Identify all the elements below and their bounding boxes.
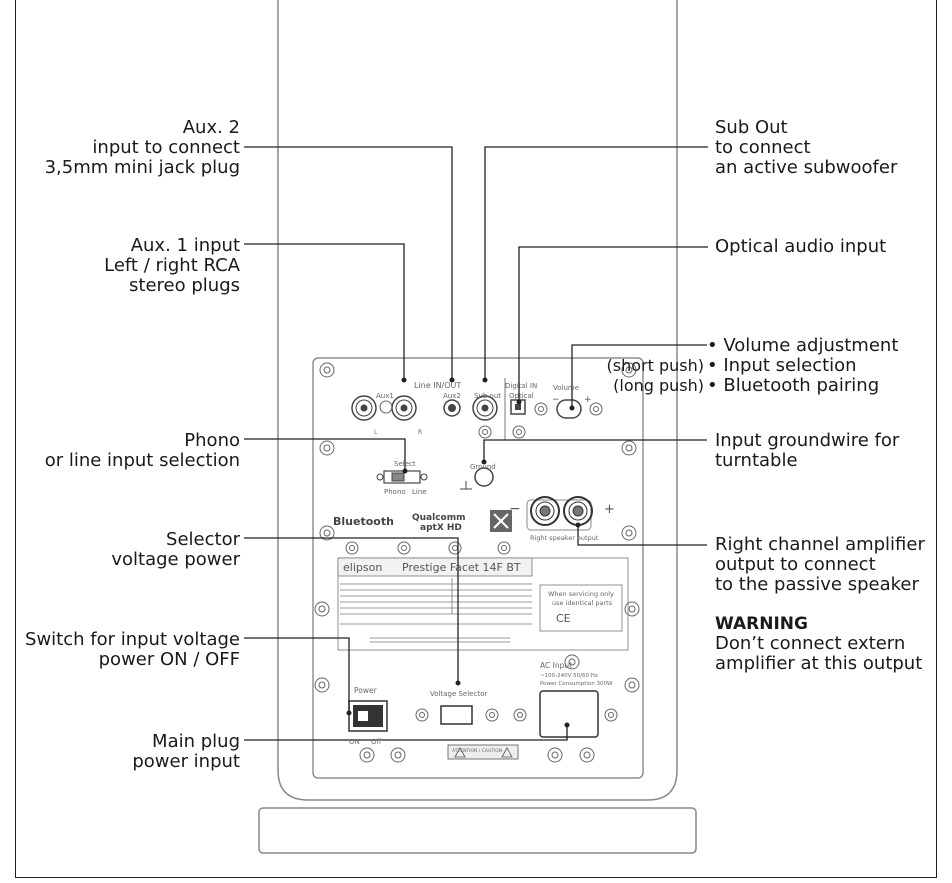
switch-callout: Switch for input voltage power ON / OFF [25, 630, 240, 670]
volume-bullet: • Bluetooth pairing [707, 375, 880, 396]
ground-callout-line: turntable [715, 450, 798, 471]
ground-label: Ground [470, 463, 496, 471]
aptx-logo-box [490, 510, 512, 532]
rear-panel-plate [312, 357, 644, 779]
mainplug-callout-line: Main plug [152, 731, 240, 752]
phono-callout: Phono or line input selection [45, 431, 240, 471]
amp-callout-line: to the passive speaker [715, 574, 919, 595]
aux2-callout: Aux. 2 input to connect 3,5mm mini jack … [45, 118, 240, 178]
aux2-callout-line: 3,5mm mini jack plug [44, 157, 240, 178]
ground-callout-line: Input groundwire for [715, 430, 900, 451]
switch-callout-line: power ON / OFF [98, 649, 240, 670]
subout-callout-line: an active subwoofer [715, 157, 898, 178]
phono-label: Phono [384, 488, 406, 496]
svg-text:−: − [509, 501, 521, 517]
aux1-callout: Aux. 1 input Left / right RCA stereo plu… [104, 236, 240, 296]
speaker-output-label: Right speaker output [530, 534, 599, 542]
phono-line-selector [376, 470, 428, 484]
switch-callout-line: Switch for input voltage [25, 629, 240, 650]
warning-body-line: amplifier at this output [715, 653, 923, 674]
warning-body-line: Don’t connect extern [715, 633, 906, 654]
aux2-callout-line: Aux. 2 [182, 117, 240, 138]
sub-out-rca-jack [472, 395, 498, 421]
power-label: Power [354, 686, 378, 695]
ground-callout: Input groundwire for turntable [715, 431, 899, 471]
warning-title: WARNING [715, 614, 808, 634]
svg-text:−: − [552, 395, 560, 405]
voltage-selector-switch [440, 705, 473, 725]
select-label: Select [394, 460, 416, 468]
aux1-callout-line: Aux. 1 input [130, 235, 240, 256]
volume-note: (long push) [613, 376, 704, 395]
volume-note: (short push) [606, 356, 704, 375]
servicing-line-2: use identical parts [552, 599, 613, 607]
ac-spec-2: Power Consumption 300W [540, 681, 613, 687]
ce-mark: CE [556, 612, 571, 625]
optical-label: Optical [509, 392, 534, 400]
model-text: Prestige Facet 14F BT [402, 561, 521, 574]
svg-text:+: + [604, 502, 615, 517]
selector-callout: Selector voltage power [111, 530, 240, 570]
bluetooth-logo-text: Bluetooth [333, 515, 394, 528]
power-switch [348, 700, 388, 732]
digital-in-label: Digital IN [505, 382, 537, 390]
on-label: ON [349, 738, 360, 746]
aptx-logo-text: aptX HD [420, 523, 462, 533]
l-channel-label: L [374, 429, 378, 436]
warning-callout: WARNING Don’t connect extern amplifier a… [715, 614, 922, 674]
volume-bullet: • Volume adjustment [707, 335, 899, 356]
diagram-frame [15, 0, 937, 878]
ac-power-inlet [539, 690, 599, 738]
line-label: Line [412, 488, 427, 496]
phono-callout-line: Phono [184, 430, 240, 451]
ac-spec-1: ~100-240V 50/60 Hz [540, 673, 598, 679]
speaker-output-terminals [526, 496, 593, 531]
panel-screws [314, 362, 640, 763]
subout-callout: Sub Out to connect an active subwoofer [715, 118, 897, 178]
voltage-selector-label: Voltage Selector [430, 690, 487, 698]
optical-callout-line: Optical audio input [715, 236, 887, 257]
aux2-mini-jack [443, 399, 461, 417]
subout-callout-line: Sub Out [715, 117, 788, 138]
subout-callout-line: to connect [715, 137, 811, 158]
optical-callout: Optical audio input [715, 237, 886, 257]
aux1-rca-jacks [351, 395, 417, 421]
phono-callout-line: or line input selection [44, 450, 240, 471]
volume-callout: • Volume adjustment • Input selection • … [707, 336, 898, 396]
line-in-out-label: Line IN/OUT [414, 381, 461, 390]
amp-callout-line: output to connect [715, 554, 876, 575]
qualcomm-logo-text: Qualcomm [412, 513, 466, 523]
svg-text:+: + [584, 395, 592, 405]
servicing-line-1: When servicing only [548, 590, 614, 598]
mainplug-callout-line: power input [132, 751, 240, 772]
aux1-label: Aux1 [376, 392, 394, 400]
amp-callout: Right channel amplifier output to connec… [715, 535, 925, 595]
speaker-cabinet [277, 0, 678, 801]
ac-input-label: AC Input [540, 661, 572, 670]
leader-dots [346, 377, 581, 728]
speaker-base [258, 807, 697, 854]
aux2-label: Aux2 [443, 392, 461, 400]
sub-out-label: Sub out [474, 392, 501, 400]
volume-label: Volume [553, 384, 579, 392]
spec-label-plate [337, 557, 629, 651]
aux1-callout-line: Left / right RCA [104, 255, 240, 276]
selector-callout-line: voltage power [111, 549, 240, 570]
leader-lines [244, 146, 708, 741]
attention-label: ATTENTION / CAUTION [452, 748, 502, 754]
amp-callout-line: Right channel amplifier [715, 534, 925, 555]
volume-knob [556, 399, 582, 419]
aux2-callout-line: input to connect [92, 137, 240, 158]
volume-bullet: • Input selection [707, 355, 857, 376]
r-channel-label: R [418, 429, 422, 436]
brand-text: elipson [343, 561, 382, 574]
volume-notes: (short push) (long push) [607, 356, 704, 396]
aux1-callout-line: stereo plugs [129, 275, 240, 296]
mainplug-callout: Main plug power input [132, 732, 240, 772]
ground-terminal [460, 467, 494, 490]
selector-callout-line: Selector [166, 529, 240, 550]
off-label: Off [371, 738, 382, 746]
caution-stickers [447, 744, 519, 760]
